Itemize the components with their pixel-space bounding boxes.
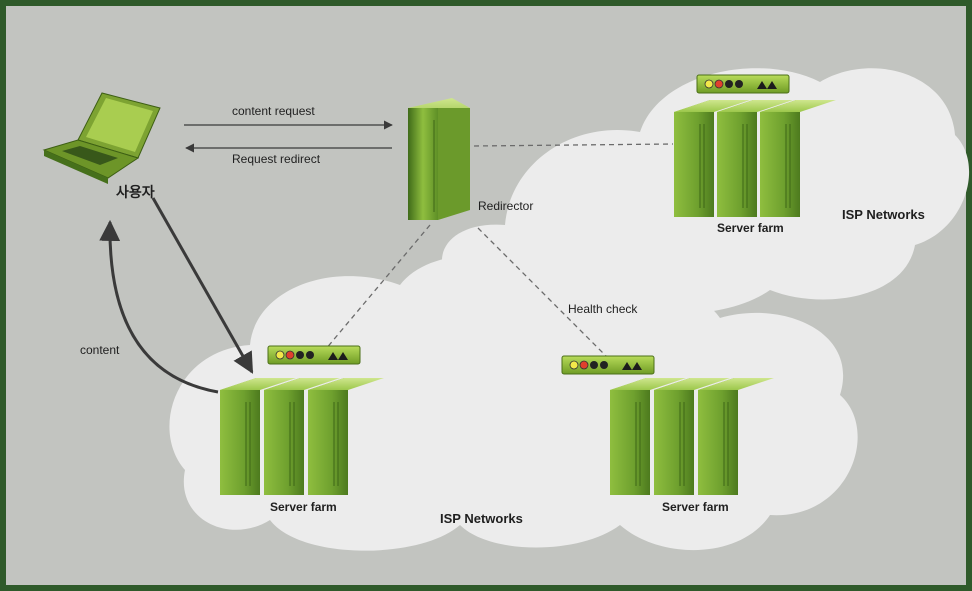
dashed-links [324,143,674,357]
user-label: 사용자 [116,184,155,200]
content-label: content [80,343,120,357]
link-redirector-farm-left [324,224,431,351]
link-redirector-farm-top [473,143,674,147]
link-redirector-farm-right [477,227,607,357]
isp-networks-label-top: ISP Networks [842,207,925,222]
redirector-icon [408,98,470,220]
server-farm-label-top-right: Server farm [717,221,784,235]
isp-networks-label-bottom: ISP Networks [440,511,523,526]
request-redirect-label: Request redirect [232,152,321,166]
laptop-icon [42,92,161,184]
server-farm-label-bottom-right: Server farm [662,500,729,514]
content-return-arrow [99,219,219,394]
redirector-label: Redirector [478,199,533,213]
user-to-farm-arrow [151,197,254,374]
content-request-label: content request [232,104,315,118]
server-farm-label-bottom-left: Server farm [270,500,337,514]
health-check-label: Health check [568,302,638,316]
